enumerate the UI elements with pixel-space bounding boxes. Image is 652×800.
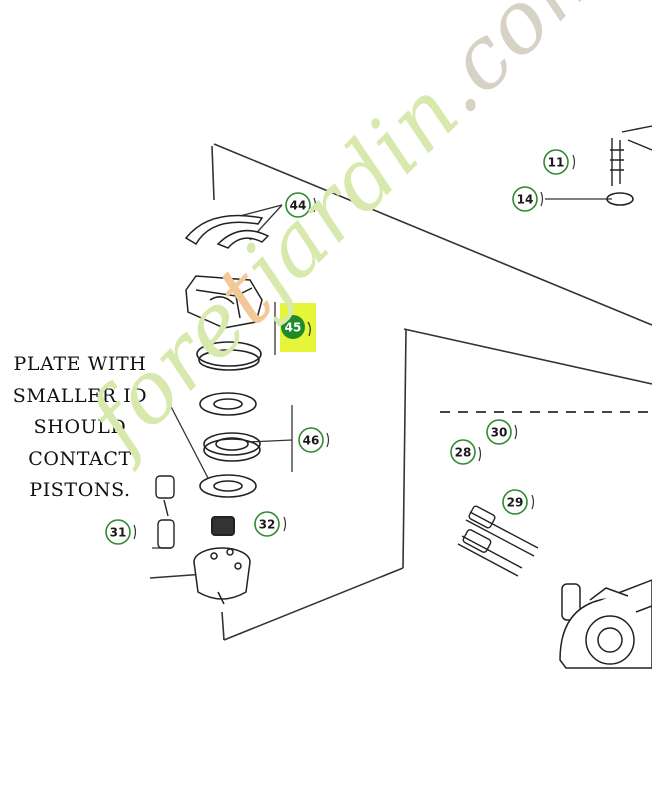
part-29-valves xyxy=(457,505,539,577)
callout-29[interactable]: 29 xyxy=(502,489,535,515)
callout-32-label: 32 xyxy=(259,518,276,532)
callout-46-label: 46 xyxy=(303,434,320,448)
part-44-shims xyxy=(184,214,270,249)
note-line-5: PISTONS. xyxy=(29,479,131,501)
callout-28-label: 28 xyxy=(455,446,472,460)
frame-lines xyxy=(149,143,652,641)
leader-lines xyxy=(152,198,612,549)
part-11-fitting xyxy=(610,125,652,186)
callout-44-label: 44 xyxy=(290,199,307,213)
callout-14[interactable]: 14 xyxy=(512,186,544,212)
part-32-spring xyxy=(211,516,235,536)
note-line-1: PLATE WITH xyxy=(13,353,147,375)
callout-29-label: 29 xyxy=(507,496,524,510)
part-rings xyxy=(196,341,262,498)
callout-31[interactable]: 31 xyxy=(105,519,137,545)
callout-46[interactable]: 46 xyxy=(298,427,330,453)
callout-32[interactable]: 32 xyxy=(254,511,287,537)
callout-30-label: 30 xyxy=(491,426,508,440)
note-line-3: SHOULD xyxy=(33,416,127,438)
part-14-oring xyxy=(606,192,634,206)
part-31-pistons xyxy=(155,475,175,549)
assembly-note: PLATE WITH SMALLER ID SHOULD CONTACT PIS… xyxy=(0,349,160,507)
note-line-2: SMALLER ID xyxy=(12,384,148,407)
callout-14-label: 14 xyxy=(517,193,534,207)
part-base-housing xyxy=(193,547,251,605)
callout-11-label: 11 xyxy=(548,156,565,170)
callout-11[interactable]: 11 xyxy=(543,149,576,175)
part-45-block xyxy=(185,275,263,329)
callout-45-label: 45 xyxy=(285,321,302,335)
callout-44[interactable]: 44 xyxy=(285,192,317,218)
callout-28[interactable]: 28 xyxy=(450,439,482,465)
callout-45[interactable]: 45 xyxy=(280,303,316,352)
callout-30[interactable]: 30 xyxy=(486,419,518,445)
callout-31-label: 31 xyxy=(110,526,127,540)
note-line-4: CONTACT xyxy=(28,447,132,470)
part-pump-housing xyxy=(559,579,652,669)
